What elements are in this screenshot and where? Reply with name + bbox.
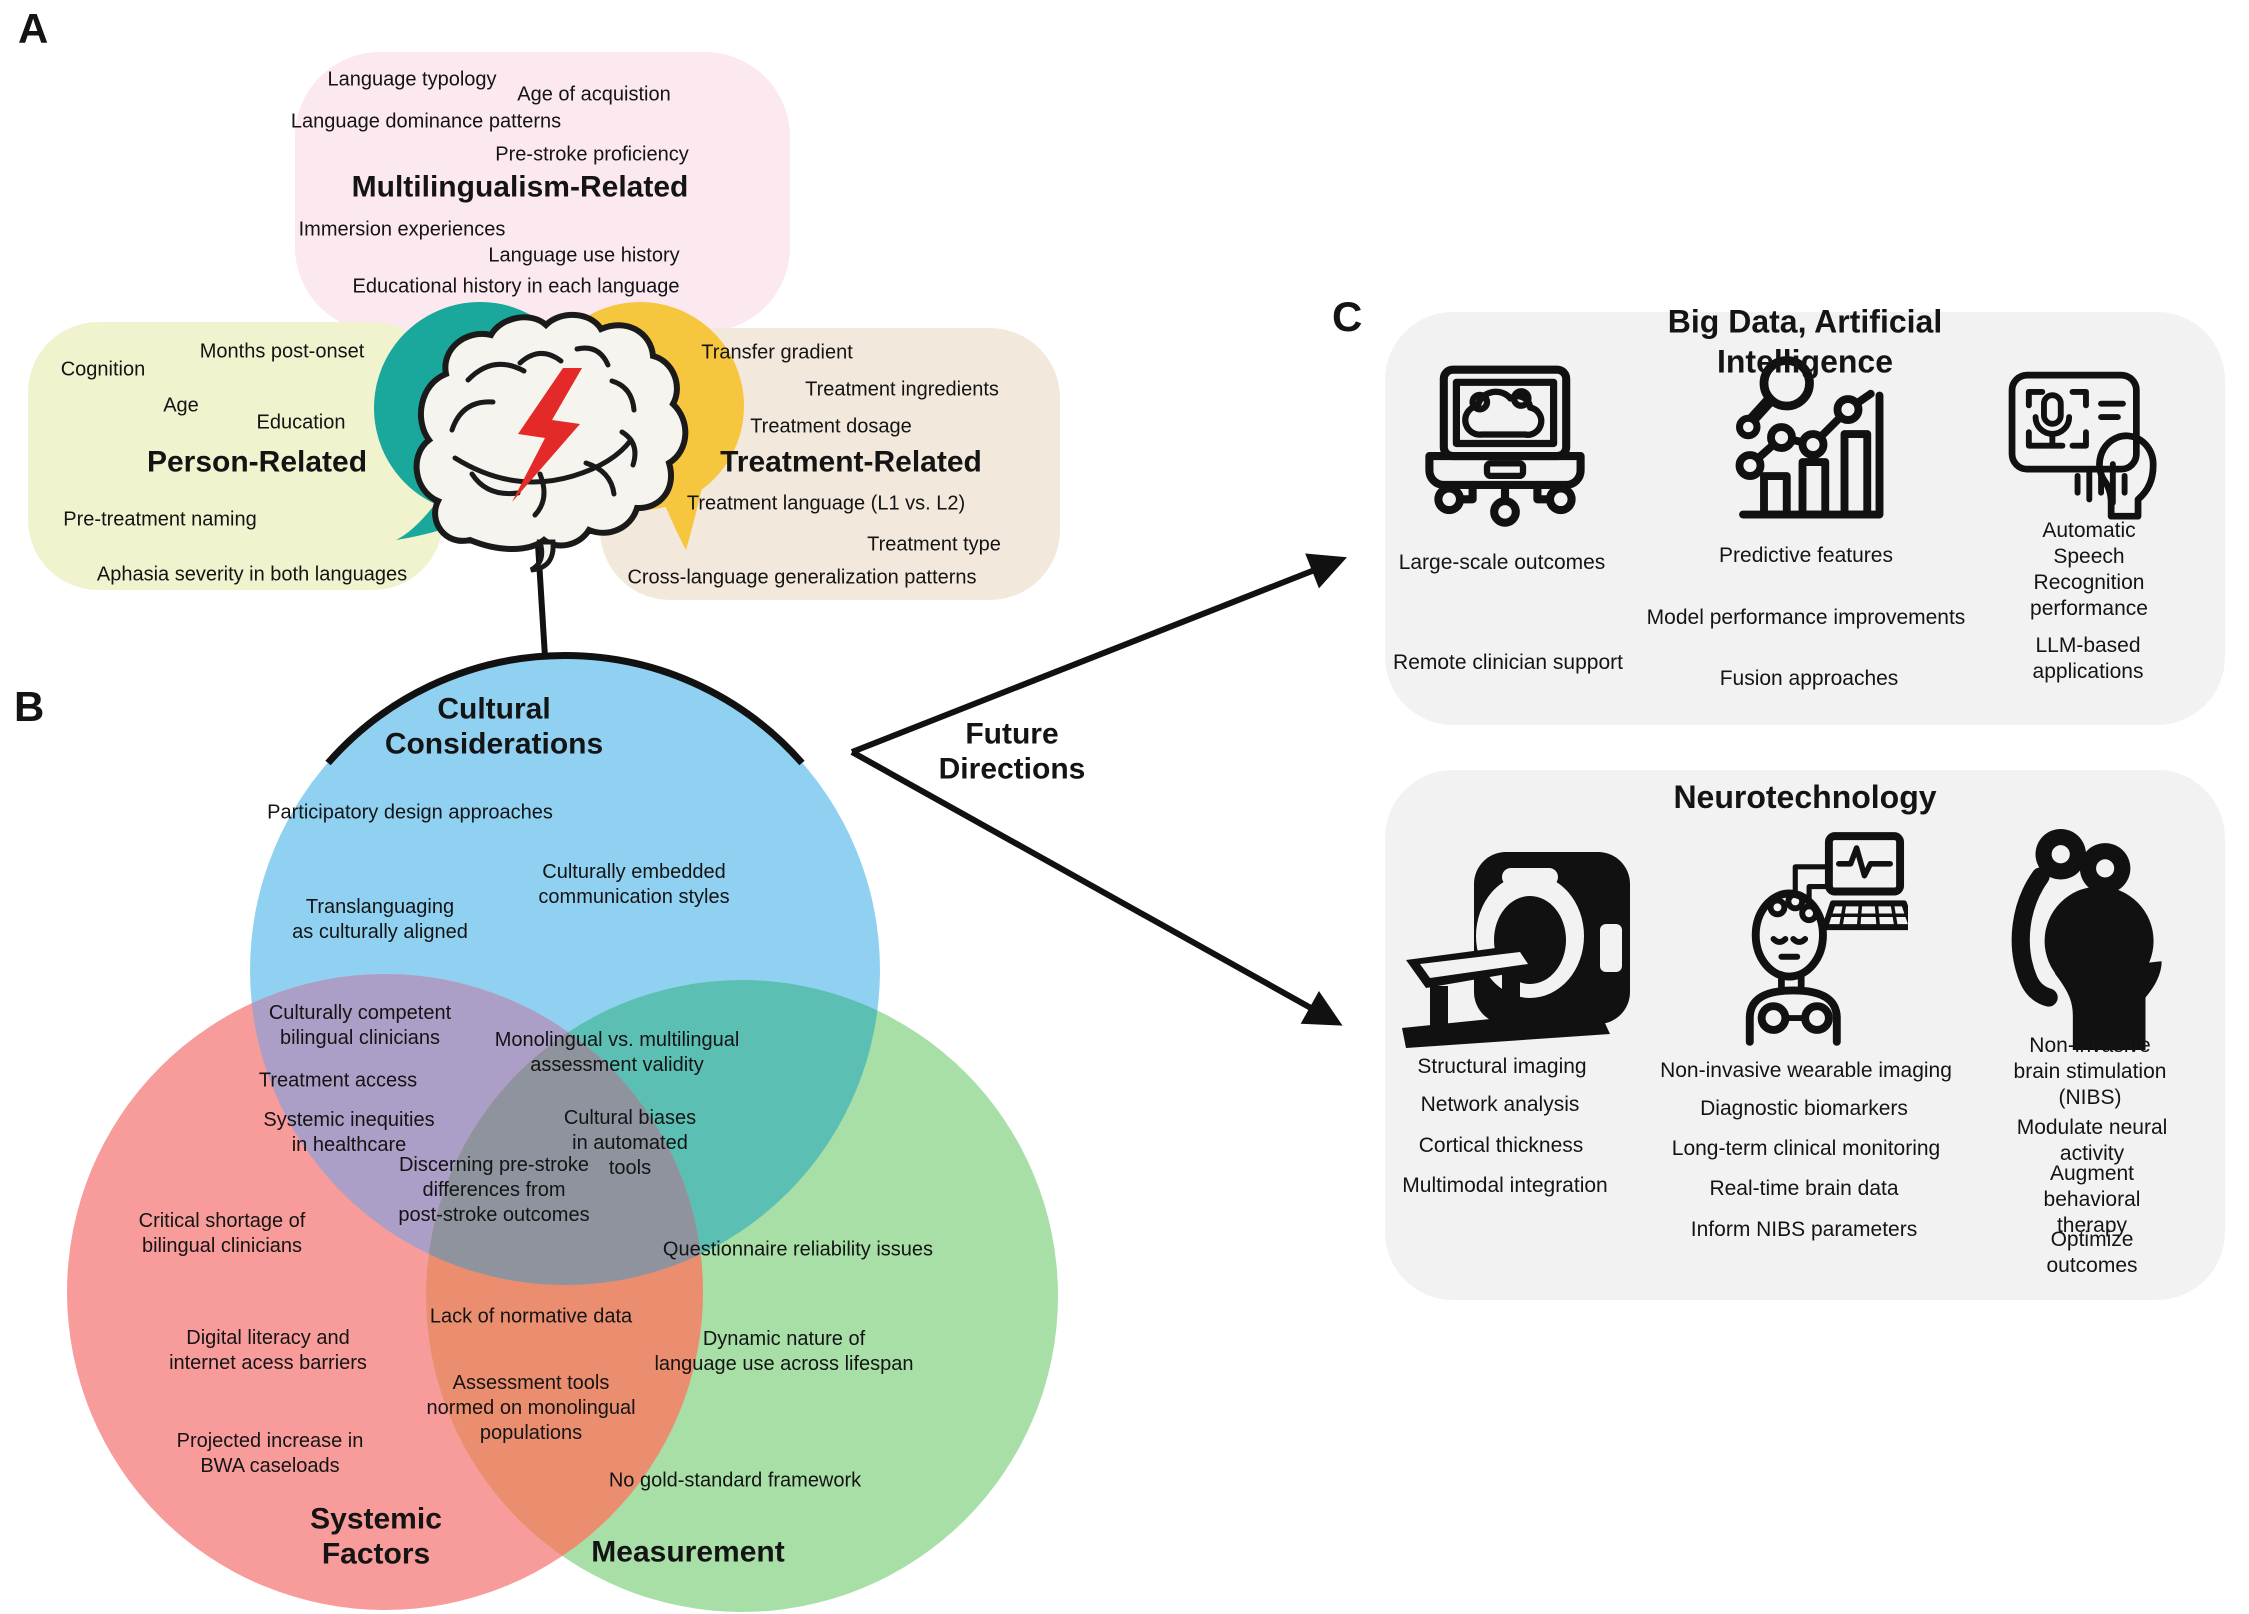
blob-person (28, 322, 443, 590)
systemic-item-0: Critical shortage of bilingual clinician… (138, 1210, 306, 1257)
big-data-item-4: Remote clinician support (1393, 650, 1623, 674)
future-directions-label: Future Directions (938, 717, 1086, 786)
person-item-0: Months post-onset (199, 340, 365, 363)
neurotechnology-item-3: Multimodal integration (1402, 1173, 1608, 1197)
brain-venn-connector-line (533, 511, 548, 658)
person-item-2: Age (163, 394, 199, 417)
neurotechnology-item-1: Network analysis (1420, 1092, 1580, 1116)
measurement-item-1: Dynamic nature of language use across li… (654, 1328, 914, 1375)
neurotechnology-item-4: Non-invasive wearable imaging (1660, 1058, 1952, 1082)
treatment-item-1: Treatment ingredients (805, 378, 999, 401)
person-item-3: Education (256, 411, 346, 434)
neurotechnology-item-0: Structural imaging (1417, 1054, 1587, 1078)
big-data-item-2: Automatic Speech Recognition performance (2030, 518, 2148, 621)
systemic-item-1: Digital literacy and internet acess barr… (169, 1327, 367, 1374)
cloud-computing-laptop-icon (1425, 365, 1585, 527)
person-item-5: Aphasia severity in both languages (96, 563, 408, 586)
neurotechnology-item-2: Cortical thickness (1418, 1133, 1584, 1157)
venn-title-cultural: Cultural Considerations (384, 692, 604, 761)
neurotechnology-item-6: Long-term clinical monitoring (1671, 1136, 1941, 1160)
neurotechnology-item-5: Diagnostic biomarkers (1700, 1096, 1908, 1120)
treatment-title: Treatment-Related (720, 445, 982, 479)
big-data-item-5: Fusion approaches (1719, 666, 1899, 690)
neurotechnology-item-7: Real-time brain data (1709, 1176, 1899, 1200)
cultural-item-1: Culturally embedded communication styles (538, 861, 730, 908)
big-data-item-0: Large-scale outcomes (1398, 550, 1606, 574)
venn-title-measurement: Measurement (591, 1535, 785, 1569)
multilingualism-title: Multilingualism-Related (351, 170, 689, 204)
cultural-systemic-item-0: Culturally competent bilingual clinician… (268, 1002, 452, 1049)
person-item-1: Cognition (60, 358, 146, 381)
panel-a-label: A (18, 5, 49, 52)
brain-stimulation-icon (2011, 829, 2162, 1050)
mri-scanner-icon (1402, 852, 1630, 1048)
big-data-item-6: LLM-based applications (2032, 633, 2144, 683)
venn-title-systemic: Systemic Factors (310, 1502, 442, 1571)
big-data-item-1: Predictive features (1719, 543, 1893, 567)
stroke-bolt-icon (512, 368, 582, 502)
treatment-item-4: Treatment type (867, 533, 1001, 556)
neurotechnology-item-8: Inform NIBS parameters (1690, 1217, 1918, 1241)
big-data-title: Big Data, Artificial Intelligence (1667, 303, 1943, 379)
blob-multilingualism (295, 52, 790, 332)
big-data-item-3: Model performance improvements (1646, 605, 1966, 629)
multilingualism-item-4: Immersion experiences (298, 218, 506, 241)
multilingualism-item-3: Pre-stroke proficiency (495, 143, 689, 166)
multilingualism-item-0: Language typology (327, 68, 497, 91)
multilingualism-item-2: Language dominance patterns (290, 110, 562, 133)
neurotechnology-title: Neurotechnology (1673, 779, 1937, 816)
neurotechnology-item-10: Modulate neural activity (2016, 1115, 2168, 1165)
neurotechnology-item-9: Non-invasive brain stimulation (NIBS) (2013, 1033, 2167, 1110)
cultural-item-0: Participatory design approaches (267, 801, 553, 824)
predictive-analytics-icon (1735, 356, 1884, 519)
panel-c-label: C (1332, 293, 1363, 340)
neurotechnology-item-11: Augment behavioral therapy (2043, 1161, 2141, 1238)
systemic-measurement-item-0: Lack of normative data (429, 1305, 633, 1328)
cultural-systemic-item-2: Systemic inequities in healthcare (263, 1109, 435, 1156)
multilingualism-item-1: Age of acquistion (517, 83, 671, 106)
cultural-systemic-item-1: Treatment access (258, 1069, 418, 1092)
treatment-item-2: Treatment dosage (750, 415, 912, 438)
cultural-measurement-item-0: Monolingual vs. multilingual assessment … (494, 1029, 740, 1076)
person-title: Person-Related (146, 445, 368, 479)
treatment-item-3: Treatment language (L1 vs. L2) (686, 492, 966, 515)
neurotechnology-item-12: Optimize outcomes (2046, 1227, 2138, 1277)
person-item-4: Pre-treatment naming (63, 508, 257, 531)
speech-recognition-icon (2008, 371, 2157, 520)
panel-b-label: B (14, 683, 45, 730)
cultural-measurement-item-1: Cultural biases in automated tools (563, 1106, 697, 1179)
center-item-0: Discerning pre-stroke differences from p… (398, 1153, 590, 1226)
treatment-item-5: Cross-language generalization patterns (627, 566, 977, 589)
arrow-to-neurotechnology (850, 749, 1343, 1026)
treatment-item-0: Transfer gradient (701, 341, 853, 364)
systemic-measurement-item-1: Assessment tools normed on monolingual p… (426, 1371, 636, 1444)
future-directions-arrows (850, 553, 1347, 1026)
systemic-item-2: Projected increase in BWA caseloads (176, 1430, 364, 1477)
wearable-imaging-icon (1745, 832, 1908, 1046)
measurement-item-0: Questionnaire reliability issues (662, 1238, 934, 1261)
measurement-item-2: No gold-standard framework (608, 1469, 862, 1492)
multilingualism-item-5: Language use history (488, 244, 680, 267)
cultural-item-2: Translanguaging as culturally aligned (292, 896, 468, 943)
multilingualism-item-6: Educational history in each language (352, 275, 680, 298)
